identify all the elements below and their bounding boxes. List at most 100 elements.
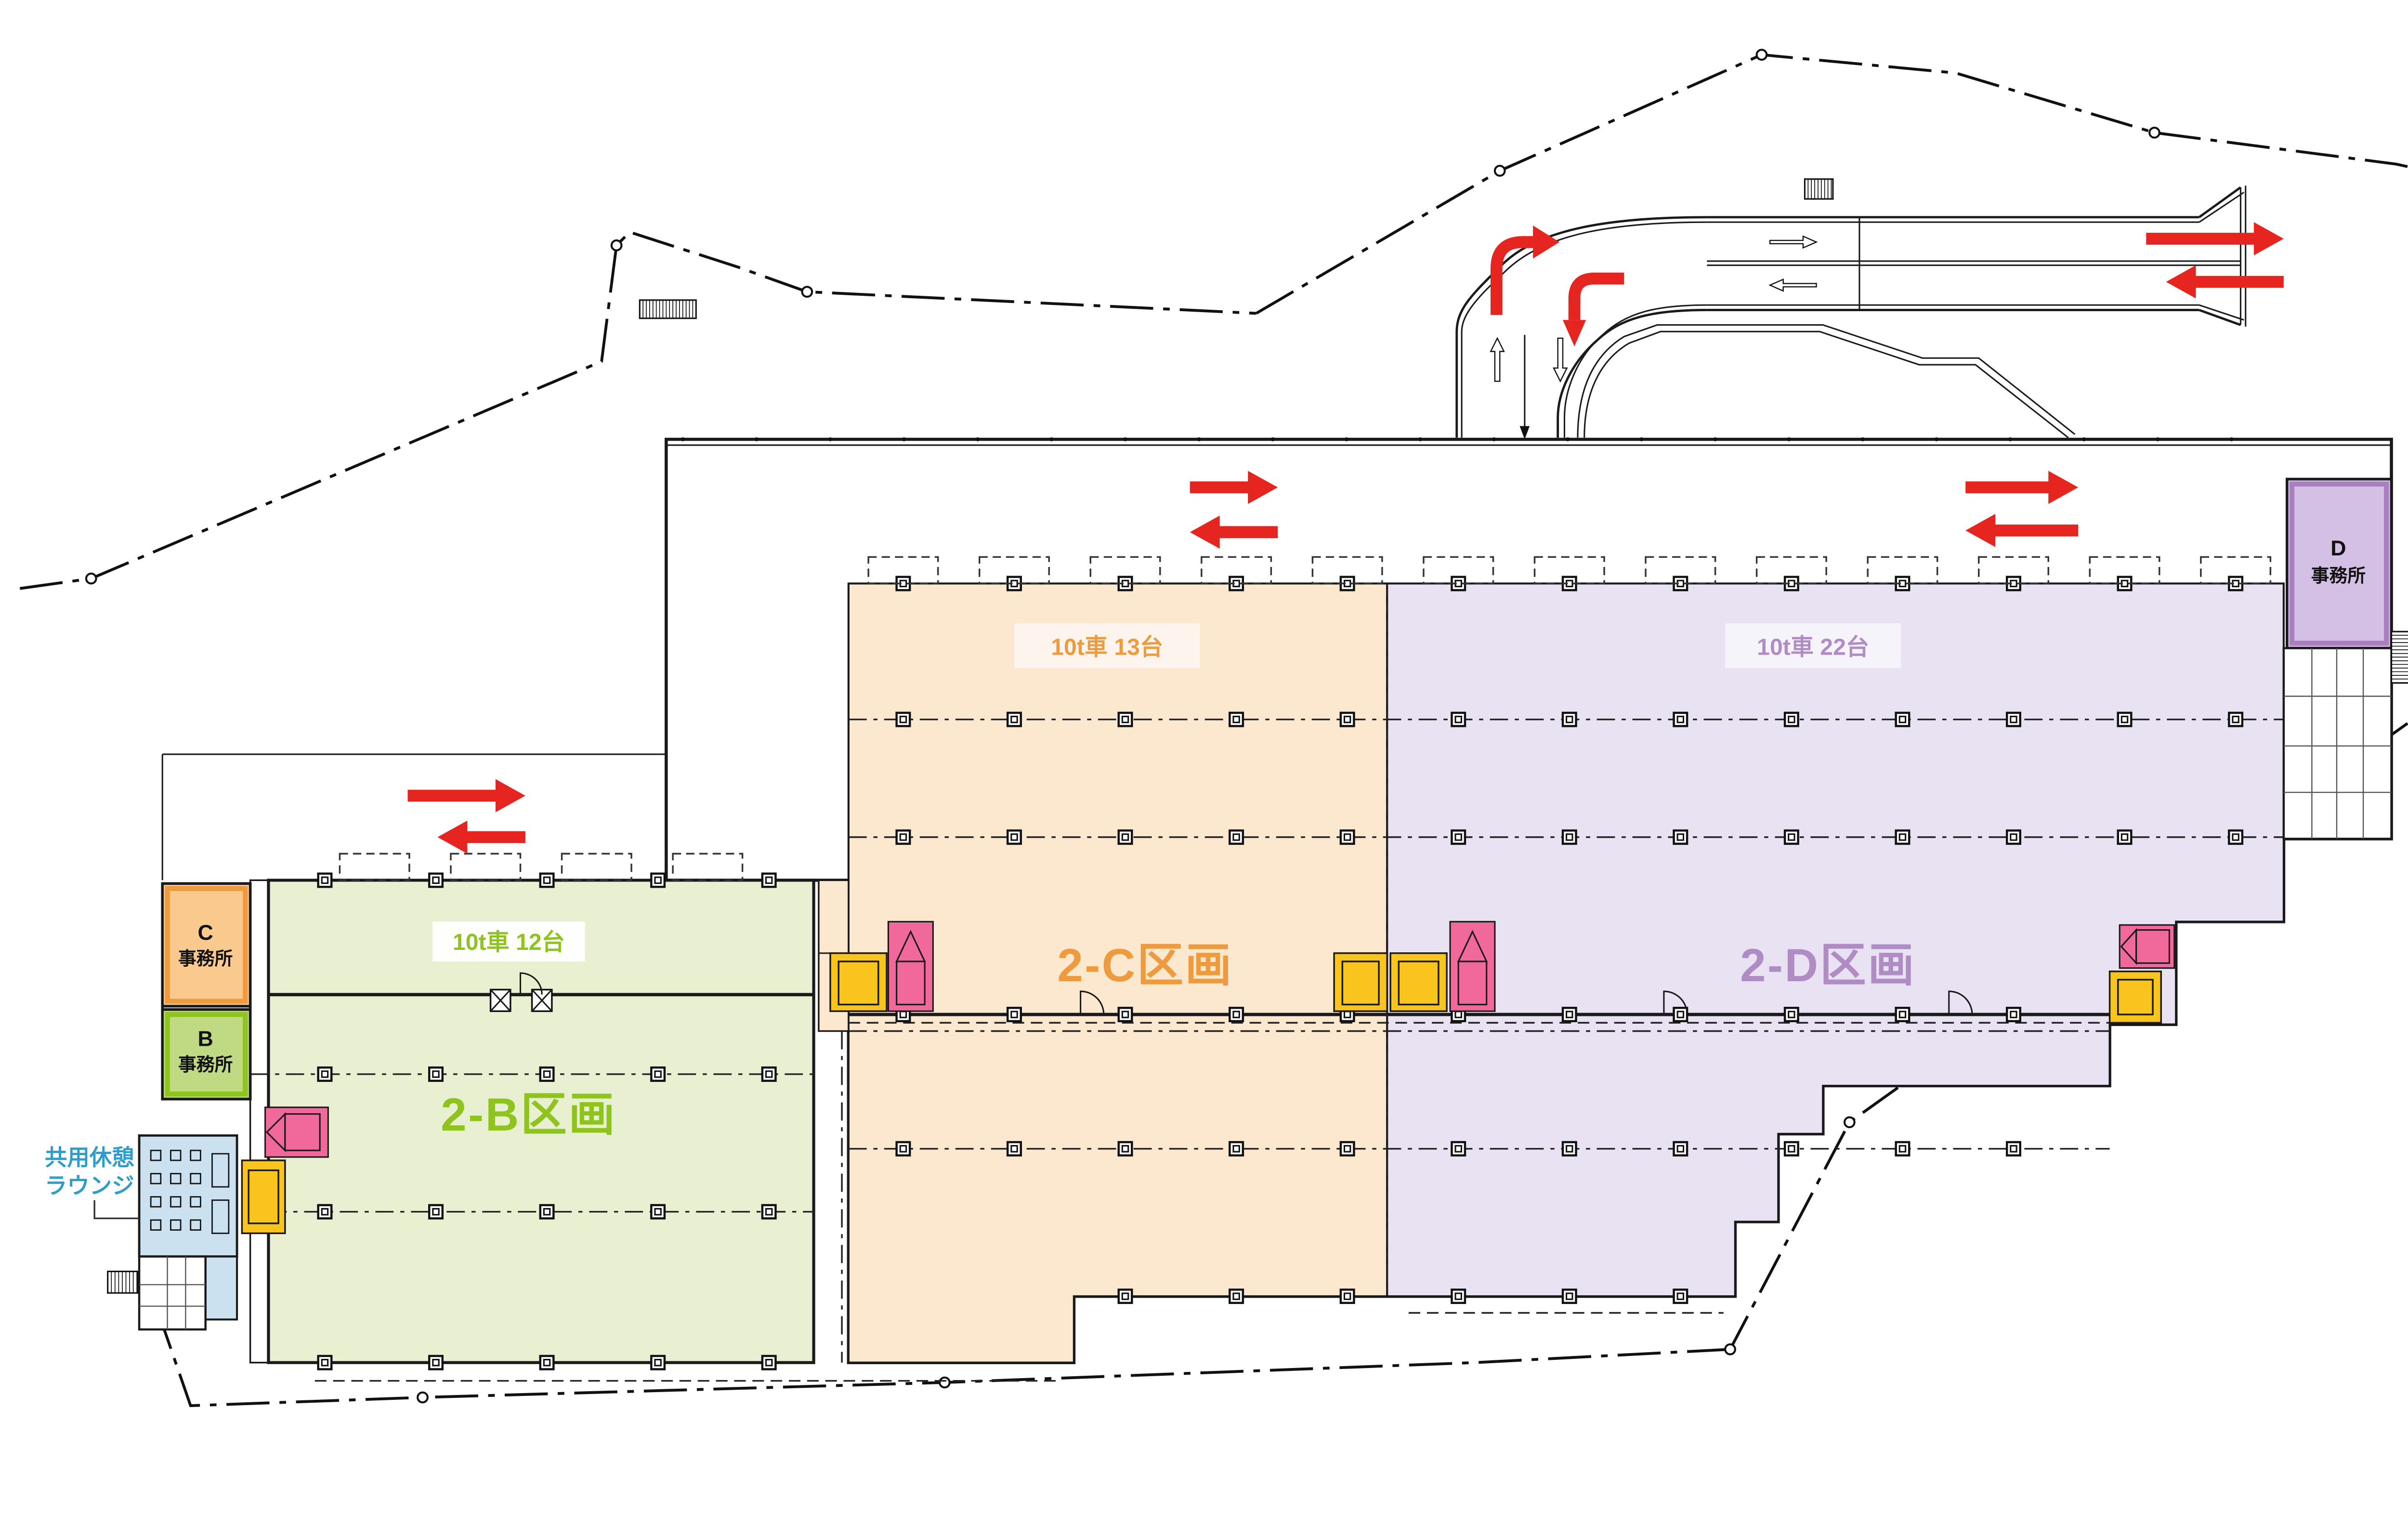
column-marker <box>317 1204 333 1220</box>
column-marker <box>1451 1141 1466 1157</box>
berth-canopy-box <box>1645 556 1716 585</box>
column-marker <box>1117 829 1133 845</box>
office-c-label-line1: C <box>198 921 213 945</box>
lane-arrow-right <box>1769 235 1818 249</box>
column-marker-core <box>1454 1145 1462 1153</box>
flow-arrow-curve-down-head <box>1562 320 1586 347</box>
office-b <box>161 1008 252 1101</box>
access-road <box>1455 185 2247 439</box>
column-marker <box>761 1204 777 1220</box>
column-marker-core <box>1676 833 1685 841</box>
interior-lines <box>250 178 2284 1370</box>
hatch-frame <box>1804 178 1834 200</box>
lounge-table-small <box>150 1196 162 1208</box>
column-marker-core <box>1454 715 1462 724</box>
truck-label-2b: 10t車 12台 <box>453 929 565 955</box>
dock-cluster-cd <box>1333 921 1496 1012</box>
column-marker <box>650 1355 666 1370</box>
column-marker <box>317 872 333 888</box>
lounge-table-small <box>190 1196 201 1208</box>
column-marker <box>2005 1007 2021 1023</box>
edge-tick <box>1270 437 1275 442</box>
column-marker-core <box>1454 833 1462 841</box>
column-marker <box>2117 711 2133 727</box>
column-marker <box>1783 1141 1799 1157</box>
column-marker-core <box>1898 715 1907 724</box>
column-marker-core <box>1566 833 1573 841</box>
column-marker-core <box>543 1070 551 1078</box>
column-marker-core <box>1343 1292 1351 1300</box>
truck-label-plate-2c <box>1014 623 1200 668</box>
slope-arrow-down <box>1553 337 1568 383</box>
column-marker <box>895 711 911 727</box>
flow-arrow-left-2b <box>437 820 525 854</box>
berth-canopy-box <box>450 853 522 882</box>
column-marker <box>1339 1141 1355 1157</box>
column-marker-core <box>1898 1011 1907 1018</box>
column-marker-core <box>543 876 551 884</box>
dock-cluster-bc <box>829 921 934 1012</box>
column-marker-core <box>1788 1011 1795 1018</box>
column-marker-core <box>1232 833 1240 841</box>
dock-cluster-east <box>2108 924 2175 1024</box>
column-marker <box>1673 1289 1688 1304</box>
column-marker <box>895 1141 911 1157</box>
flow-arrow-curve-down <box>1568 272 1624 320</box>
column-marker-core <box>1010 1011 1018 1018</box>
exterior-stair-west <box>107 1270 139 1294</box>
column-marker <box>1229 829 1244 845</box>
column-marker-core <box>1121 1145 1129 1153</box>
lounge-table-small <box>170 1149 182 1161</box>
column-marker-core <box>2010 1145 2017 1153</box>
column-marker <box>1451 1289 1466 1304</box>
column-marker <box>539 1066 555 1082</box>
column-marker <box>1895 829 1911 845</box>
column-marker-core <box>765 1358 773 1367</box>
edge-tick <box>2156 437 2160 442</box>
exterior-stair-east <box>2391 631 2408 684</box>
column-marker <box>539 872 555 888</box>
lounge-table-long <box>211 1199 230 1234</box>
column-marker-core <box>1121 833 1129 841</box>
lounge-label-line2: ラウンジ <box>45 1173 134 1198</box>
berth-canopy-box <box>561 853 632 882</box>
truck-label-2c: 10t車 13台 <box>1051 634 1163 660</box>
zone-label-2c: 2-C区画 <box>1057 940 1233 991</box>
edge-tick <box>2229 437 2234 442</box>
lounge-table-long <box>211 1153 230 1188</box>
column-marker-core <box>1788 833 1795 841</box>
column-marker-core <box>1788 715 1795 724</box>
column-marker <box>1673 1007 1688 1023</box>
berth-canopy-box <box>1755 556 1827 585</box>
column-marker <box>1229 1141 1244 1157</box>
shutter-door-2b-1 <box>489 988 511 1012</box>
column-marker-core <box>765 1070 773 1078</box>
column-marker <box>428 872 444 888</box>
lounge-table-small <box>150 1219 162 1231</box>
column-marker <box>1783 829 1799 845</box>
truck-label-plate-2b <box>432 921 585 961</box>
column-marker <box>1006 1141 1022 1157</box>
office-b-label-line1: B <box>198 1027 213 1051</box>
lounge-table-small <box>170 1219 182 1231</box>
flow-arrow-curve-up-right-head <box>1533 225 1560 259</box>
column-marker-core <box>1232 1011 1240 1018</box>
column-marker <box>2005 1141 2021 1157</box>
column-marker-core <box>1010 1145 1018 1153</box>
office-c-label-line2: 事務所 <box>178 949 233 969</box>
column-marker <box>1451 829 1466 845</box>
berth-canopy-box <box>1423 556 1494 585</box>
lounge-table-small <box>150 1149 162 1161</box>
zone-label-2b: 2-B区画 <box>441 1089 616 1141</box>
lounge-table-small <box>190 1173 201 1185</box>
column-marker-core <box>1121 1011 1129 1018</box>
flow-arrow-right-2b <box>407 779 525 813</box>
column-marker <box>1561 1141 1577 1157</box>
column-marker-core <box>432 1208 440 1216</box>
labels: 10t車 12台 10t車 13台 10t車 22台 2-B区画 2-C区画 2… <box>45 537 2366 1220</box>
column-marker-core <box>1232 1292 1240 1300</box>
slope-arrow-up <box>1490 337 1505 382</box>
edge-tick <box>1049 437 1054 442</box>
edge-tick <box>681 437 685 442</box>
column-marker <box>1006 711 1022 727</box>
